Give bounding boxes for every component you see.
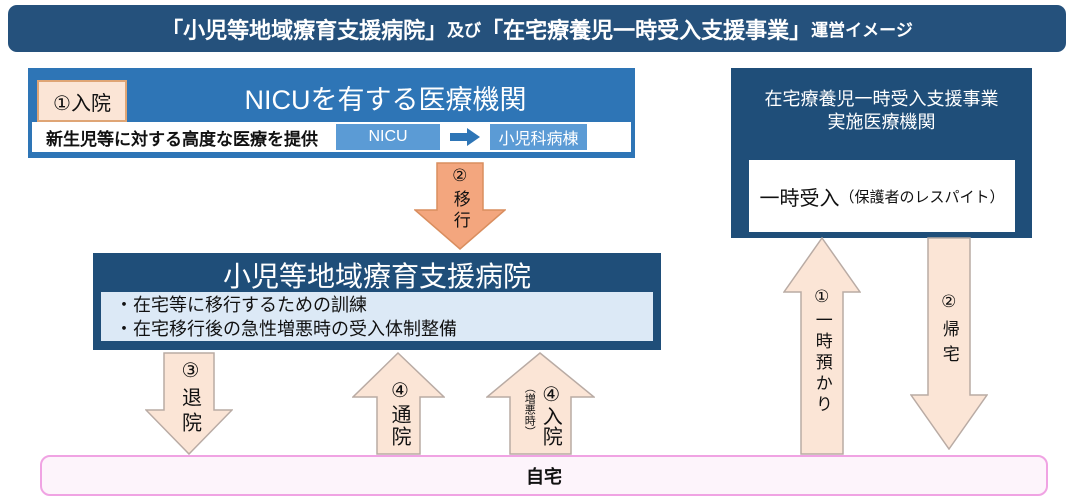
readmission-arrow-label-wrap: ④入院（増悪時） — [486, 382, 595, 446]
respite-service-note: （保護者のレスパイト） — [839, 188, 1005, 206]
up-block-arrow-icon — [783, 237, 861, 455]
nicu-description-strip: 新生児等に対する高度な医療を提供 NICU 小児科病棟 — [32, 122, 631, 152]
readmission-label-note: （増悪時） — [523, 382, 536, 437]
return-home-arrow: ②帰宅 — [910, 237, 988, 450]
diagram-title-bar: 「小児等地域療育支援病院」 及び 「在宅療養児一時受入支援事業」 運営イメージ — [8, 5, 1066, 52]
step1-admission-badge: ①入院 — [37, 80, 127, 122]
return-home-arrow-label-wrap: ②帰宅 — [910, 292, 988, 370]
transition-arrow-label-wrap: ②移行 — [414, 166, 506, 232]
pediatric-ward-box: 小児科病棟 — [490, 124, 587, 150]
respite-title-line1: 在宅療養児一時受入支援事業 — [764, 89, 999, 109]
hospital-function-1: ・在宅等に移行するための訓練 — [115, 295, 367, 315]
nicu-description-text: 新生児等に対する高度な医療を提供 — [46, 129, 318, 149]
hospital-function-2: ・在宅移行後の急性増悪時の受入体制整備 — [115, 318, 457, 339]
title-segment-hospital: 「小児等地域療育支援病院」 — [161, 17, 448, 43]
title-segment-and: 及び — [447, 21, 482, 40]
up-block-arrow-icon — [486, 352, 595, 455]
temporary-care-arrow: ①一時預かり — [783, 237, 861, 455]
support-hospital-functions-panel: ・在宅等に移行するための訓練 ・在宅移行後の急性増悪時の受入体制整備 — [101, 292, 653, 341]
outpatient-arrow-label-wrap: ④通院 — [352, 378, 445, 448]
support-hospital-title: 小児等地域療育支援病院 — [222, 261, 531, 292]
nicu-institution-box: NICUを有する医療機関 ①入院 新生児等に対する高度な医療を提供 NICU 小… — [28, 68, 635, 158]
temporary-care-arrow-label-wrap: ①一時預かり — [783, 287, 861, 416]
down-block-arrow-icon — [145, 352, 233, 455]
temporary-care-arrow-label: ①一時預かり — [812, 287, 832, 416]
support-hospital-box: 小児等地域療育支援病院 ・在宅等に移行するための訓練 ・在宅移行後の急性増悪時の… — [93, 253, 661, 350]
respite-facility-box: 在宅療養児一時受入支援事業 実施医療機関 一時受入（保護者のレスパイト） — [731, 68, 1032, 238]
discharge-arrow: ③退院 — [145, 352, 233, 455]
readmission-label-main: ④入院 — [539, 382, 562, 446]
down-block-arrow-icon — [910, 237, 988, 450]
transition-arrow: ②移行 — [414, 162, 506, 250]
respite-title-line2: 実施医療機関 — [827, 112, 936, 133]
respite-service-label: 一時受入 — [759, 187, 840, 210]
nicu-institution-title: NICUを有する医療機関 — [244, 85, 527, 115]
readmission-arrow: ④入院（増悪時） — [486, 352, 595, 455]
home-bar: 自宅 — [40, 455, 1048, 496]
respite-facility-title: 在宅療養児一時受入支援事業 実施医療機関 — [731, 88, 1032, 135]
up-block-arrow-icon — [352, 352, 445, 455]
discharge-arrow-label: ③退院 — [178, 358, 201, 437]
title-segment-respite: 「在宅療養児一時受入支援事業」 — [481, 17, 812, 43]
nicu-unit-box: NICU — [336, 124, 440, 150]
transition-arrow-label: ②移行 — [450, 166, 470, 232]
home-bar-label: 自宅 — [526, 466, 562, 487]
outpatient-arrow: ④通院 — [352, 352, 445, 455]
readmission-arrow-label: ④入院（増悪時） — [520, 382, 561, 446]
respite-service-panel: 一時受入（保護者のレスパイト） — [749, 160, 1015, 232]
title-segment-image: 運営イメージ — [811, 21, 913, 40]
outpatient-arrow-label: ④通院 — [388, 378, 410, 448]
down-block-arrow-icon — [414, 162, 506, 250]
return-home-arrow-label: ②帰宅 — [939, 292, 959, 370]
right-arrow-icon — [450, 128, 480, 146]
discharge-arrow-label-wrap: ③退院 — [145, 358, 233, 437]
